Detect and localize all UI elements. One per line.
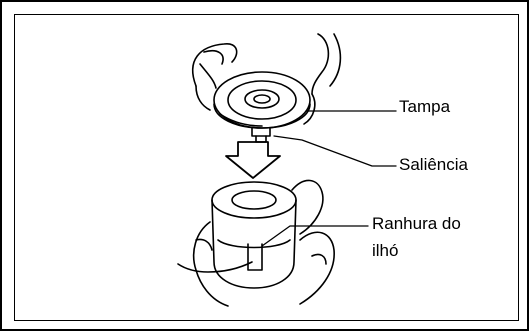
right-hand-top (312, 34, 328, 94)
down-arrow-icon (226, 142, 280, 178)
right-hand-bottom (300, 232, 334, 304)
label-ranhura-line2: ilhó (372, 240, 398, 262)
left-finger-1 (204, 51, 223, 64)
left-hand-bottom (194, 222, 228, 306)
left-hand-side (196, 86, 210, 110)
left-thumb (196, 239, 212, 250)
leader-saliencia (274, 136, 396, 166)
cover-assembly (193, 34, 341, 142)
spool-center (232, 191, 276, 209)
right-hand-back (330, 34, 340, 86)
cover-hub (254, 95, 270, 103)
label-ranhura-line1: Ranhura do (372, 213, 461, 235)
spool-top (212, 182, 296, 218)
leader-ranhura (262, 226, 368, 246)
cover-center (245, 90, 279, 108)
label-tampa: Tampa (399, 96, 450, 118)
label-saliencia: Saliência (399, 154, 468, 176)
cover-middle-ring (228, 81, 296, 119)
spool-assembly (178, 180, 334, 306)
left-finger-2 (200, 64, 216, 88)
cover-protrusion (252, 128, 270, 136)
right-thumb (312, 254, 326, 264)
spool-groove (218, 240, 290, 248)
